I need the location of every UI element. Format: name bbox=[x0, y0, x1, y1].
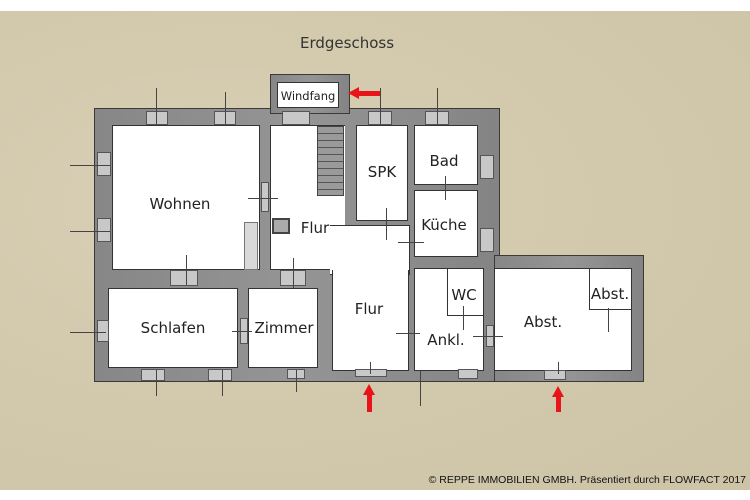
room-label-wohnen: Wohnen bbox=[149, 195, 211, 213]
window bbox=[146, 111, 168, 125]
door bbox=[261, 182, 269, 212]
room-wc bbox=[447, 268, 484, 316]
window bbox=[208, 369, 232, 381]
dimension-tick bbox=[420, 370, 421, 406]
dimension-tick bbox=[437, 88, 438, 124]
dimension-tick bbox=[293, 258, 294, 288]
room-label-ankl: Ankl. bbox=[427, 331, 465, 349]
dimension-tick bbox=[558, 362, 559, 374]
room-flur-lower bbox=[332, 270, 409, 371]
room-schlafen bbox=[108, 288, 238, 368]
room-spk bbox=[356, 125, 408, 221]
window bbox=[97, 152, 111, 176]
dimension-tick bbox=[386, 208, 387, 240]
room-kueche bbox=[414, 190, 478, 257]
room-flur-connector bbox=[330, 225, 410, 275]
dimension-tick bbox=[396, 333, 420, 334]
window bbox=[480, 155, 494, 179]
fireplace bbox=[244, 222, 258, 270]
window bbox=[141, 369, 165, 381]
dimension-tick bbox=[70, 231, 110, 232]
room-label-zimmer: Zimmer bbox=[254, 319, 314, 337]
room-bad bbox=[414, 125, 478, 185]
room-label-abst-main: Abst. bbox=[523, 313, 563, 331]
room-windfang bbox=[277, 82, 339, 108]
dimension-tick bbox=[608, 308, 609, 332]
dimension-tick bbox=[380, 88, 381, 124]
window bbox=[355, 369, 387, 377]
dimension-tick bbox=[156, 370, 157, 396]
door bbox=[170, 270, 198, 286]
room-label-abst-small: Abst. bbox=[590, 285, 630, 303]
room-abst-small bbox=[589, 268, 632, 310]
room-label-windfang: Windfang bbox=[280, 89, 336, 103]
dimension-tick bbox=[222, 370, 223, 396]
room-label-bad: Bad bbox=[429, 152, 459, 170]
dimension-tick bbox=[463, 306, 464, 330]
dimension-tick bbox=[398, 242, 424, 243]
room-wohnen bbox=[112, 125, 260, 270]
room-label-flur-lower: Flur bbox=[354, 300, 384, 318]
dimension-tick bbox=[70, 332, 106, 333]
dimension-tick bbox=[473, 336, 503, 337]
dimension-tick bbox=[248, 198, 278, 199]
room-label-kueche: Küche bbox=[421, 216, 467, 234]
dimension-tick bbox=[156, 88, 157, 124]
dimension-tick bbox=[232, 331, 252, 332]
window bbox=[458, 369, 478, 379]
room-label-wc: WC bbox=[451, 286, 477, 304]
window bbox=[97, 320, 109, 342]
window bbox=[97, 218, 111, 242]
dimension-tick bbox=[445, 176, 446, 200]
dimension-tick bbox=[296, 370, 297, 392]
staircase bbox=[317, 126, 344, 196]
dimension-tick bbox=[186, 255, 187, 285]
chimney bbox=[272, 218, 290, 234]
dimension-tick bbox=[370, 362, 371, 374]
window bbox=[282, 111, 310, 125]
room-zimmer bbox=[248, 288, 318, 368]
room-label-flur-upper: Flur bbox=[300, 219, 330, 237]
window bbox=[544, 370, 566, 380]
dimension-tick bbox=[70, 165, 110, 166]
room-label-schlafen: Schlafen bbox=[140, 319, 206, 337]
floor-title: Erdgeschoss bbox=[300, 34, 395, 52]
room-label-spk: SPK bbox=[367, 163, 397, 181]
window bbox=[480, 228, 494, 252]
dimension-tick bbox=[225, 92, 226, 124]
copyright-notice: © REPPE IMMOBILIEN GMBH. Präsentiert dur… bbox=[428, 474, 746, 486]
